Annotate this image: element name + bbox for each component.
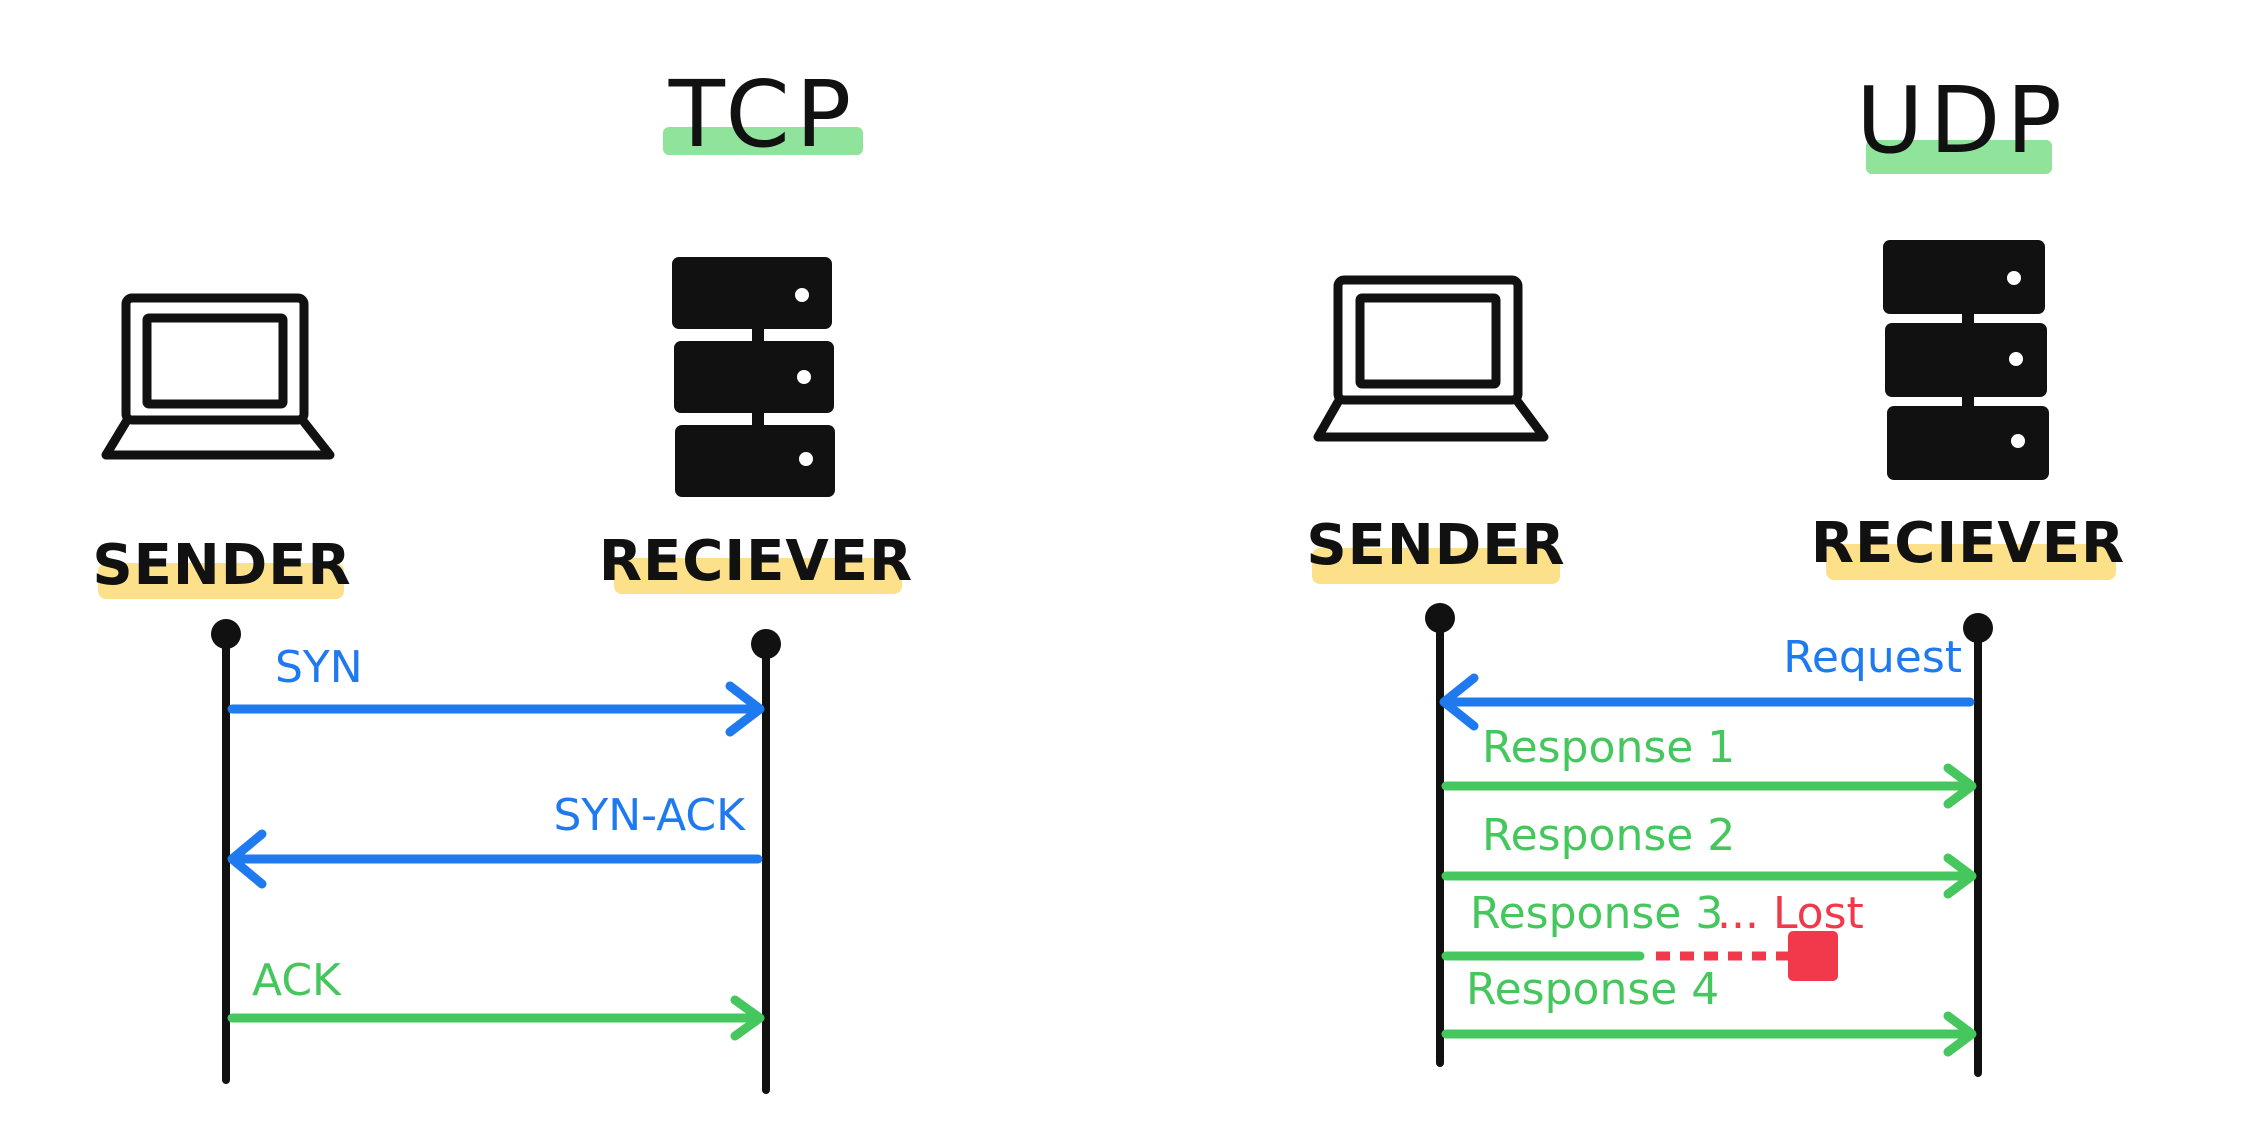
udp-receiver-label: RECIEVER	[1811, 511, 2125, 580]
tcp-receiver-label: RECIEVER	[599, 529, 913, 594]
tcp-title: TCP	[663, 61, 863, 168]
udp-sender-lifeline	[1425, 603, 1455, 1067]
udp-message-request: Request	[1439, 632, 1975, 731]
udp-title-text: UDP	[1856, 67, 2068, 174]
tcp-message-ack-label: ACK	[252, 955, 342, 1006]
udp-message-request-label: Request	[1783, 632, 1962, 683]
tcp-message-syn-ack: SYN-ACK	[227, 790, 763, 889]
tcp-sender-laptop-icon	[101, 293, 335, 460]
tcp-receiver-label-highlight	[614, 558, 902, 594]
udp-title-highlight	[1866, 140, 2052, 174]
tcp-sender-label-highlight	[98, 563, 344, 599]
udp-sender-laptop-icon	[1313, 275, 1549, 442]
udp-message-response-3-label: Response 3	[1470, 888, 1723, 939]
tcp-sender-lifeline	[211, 619, 241, 1084]
udp-title: UDP	[1856, 67, 2068, 174]
udp-message-response-1: Response 1	[1441, 722, 1977, 809]
tcp-title-highlight	[663, 127, 863, 155]
tcp-message-syn-label: SYN	[275, 642, 363, 693]
udp-message-response-3: Response 3 ... Lost	[1441, 888, 1864, 981]
udp-panel: UDP SENDER RECIEVER	[1306, 67, 2125, 1077]
tcp-panel: TCP SENDER RECIEVER	[92, 61, 913, 1094]
tcp-sender-label-text: SENDER	[92, 533, 351, 598]
tcp-message-syn: SYN	[227, 642, 765, 737]
udp-receiver-label-text: RECIEVER	[1811, 511, 2125, 576]
udp-message-response-4: Response 4	[1441, 964, 1977, 1057]
udp-lost-packet-marker	[1788, 931, 1838, 981]
tcp-sender-label: SENDER	[92, 533, 351, 599]
tcp-receiver-server-icon	[672, 257, 835, 497]
udp-sender-label: SENDER	[1306, 513, 1565, 584]
tcp-title-text: TCP	[668, 61, 858, 168]
tcp-message-syn-ack-label: SYN-ACK	[553, 790, 746, 841]
udp-message-response-1-label: Response 1	[1482, 722, 1735, 773]
tcp-receiver-lifeline	[751, 629, 781, 1094]
udp-receiver-lifeline	[1963, 613, 1993, 1077]
udp-receiver-label-highlight	[1826, 544, 2116, 580]
udp-receiver-server-icon	[1883, 240, 2049, 480]
udp-message-response-3-lost-label: ... Lost	[1717, 888, 1864, 939]
tcp-receiver-label-text: RECIEVER	[599, 529, 913, 594]
tcp-message-ack: ACK	[227, 955, 765, 1041]
udp-sender-label-text: SENDER	[1306, 513, 1565, 578]
udp-sender-label-highlight	[1312, 548, 1560, 584]
udp-message-response-4-label: Response 4	[1466, 964, 1719, 1015]
udp-message-response-2: Response 2	[1441, 810, 1977, 899]
udp-message-response-2-label: Response 2	[1482, 810, 1735, 861]
